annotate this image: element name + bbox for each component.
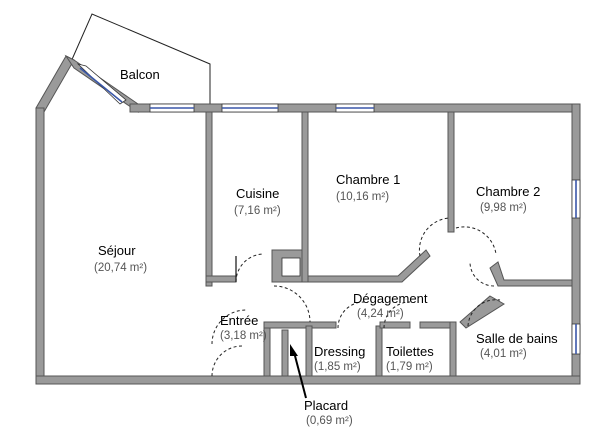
windows [76,63,581,355]
room-label-sejour: Séjour [98,243,136,258]
room-label-degagement: Dégagement [353,291,428,306]
door-entry-main [211,345,243,377]
balcony-outline [69,13,211,108]
room-area-dressing: (1,85 m²) [314,361,361,373]
room-label-dressing: Dressing [314,344,365,359]
room-area-degagement: (4,24 m²) [357,308,404,320]
room-label-entree: Entrée [220,313,258,328]
room-label-salle-bains: Salle de bains [476,331,558,346]
placard-arrow [290,344,307,399]
door-entree [273,285,311,323]
door-degagement [469,261,495,287]
room-label-placard: Placard [304,398,348,413]
room-label-balcon: Balcon [120,67,160,82]
door-chambre2 [455,226,497,255]
interior-walls [205,111,573,377]
room-area-salle-bains: (4,01 m²) [480,348,527,360]
door-cuisine [235,253,265,283]
room-area-entree: (3,18 m²) [220,330,267,342]
room-area-sejour: (20,74 m²) [94,262,147,274]
room-area-chambre1: (10,16 m²) [336,191,389,203]
door-salle-bains [467,299,501,327]
door-sejour [211,309,247,345]
room-label-toilettes: Toilettes [386,344,434,359]
room-label-chambre1: Chambre 1 [336,172,400,187]
room-area-toilettes: (1,79 m²) [386,361,433,373]
room-label-cuisine: Cuisine [236,186,279,201]
doors [211,217,501,377]
room-area-chambre2: (9,98 m²) [480,202,527,214]
room-area-placard: (0,69 m²) [306,415,353,427]
window-balcony-left [79,67,123,103]
labels: Balcon Cuisine (7,16 m²) Chambre 1 (10,1… [94,67,558,427]
room-area-cuisine: (7,16 m²) [234,205,281,217]
room-label-chambre2: Chambre 2 [476,184,540,199]
door-chambre1 [418,217,451,257]
